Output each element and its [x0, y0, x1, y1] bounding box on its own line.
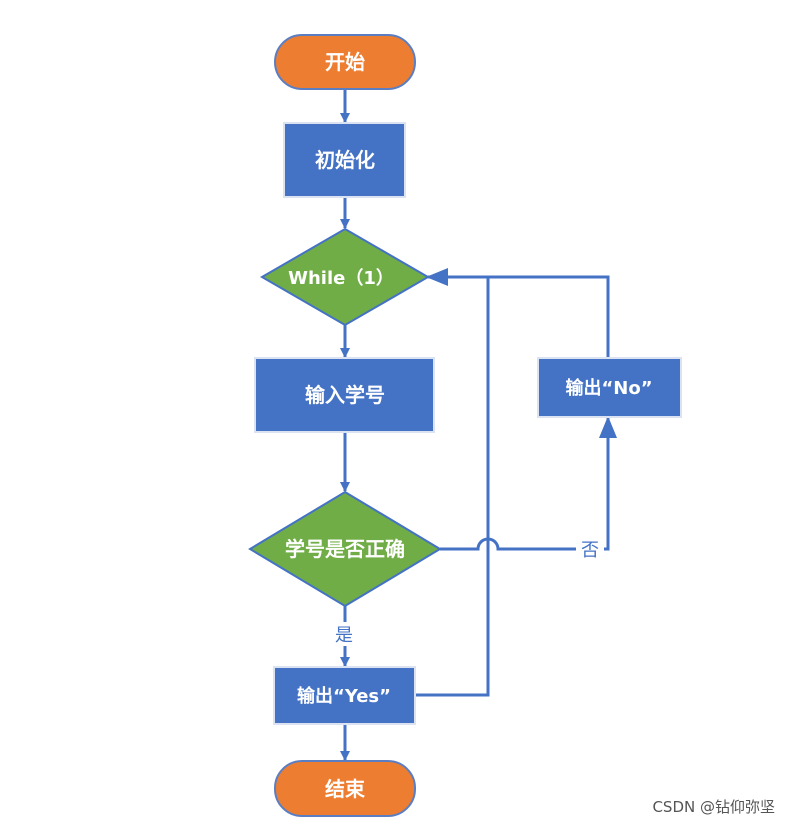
init-node: 初始化: [283, 122, 406, 198]
edge-check-no: [440, 416, 617, 551]
start-node: 开始: [274, 34, 416, 90]
input-node: 输入学号: [254, 357, 435, 433]
check-label: 学号是否正确: [285, 537, 405, 561]
loop-label: While（1）: [288, 268, 394, 289]
start-label: 开始: [325, 50, 365, 74]
out-no-label: 输出“No”: [565, 377, 652, 399]
out-yes-label: 输出“Yes”: [297, 685, 391, 707]
input-label: 输入学号: [305, 383, 385, 407]
out-yes-node: 输出“Yes”: [273, 666, 416, 725]
end-node: 结束: [274, 760, 416, 817]
edge-no-loop: [426, 268, 610, 358]
out-no-node: 输出“No”: [537, 357, 682, 418]
end-label: 结束: [325, 777, 366, 801]
loop-node: While（1）: [260, 227, 430, 327]
check-node: 学号是否正确: [248, 490, 442, 608]
yes-edge-label: 是: [335, 625, 353, 646]
watermark: CSDN @钻仰弥坚: [652, 798, 775, 816]
edge-yes-loop: [415, 277, 490, 697]
no-edge-label: 否: [581, 540, 599, 561]
init-label: 初始化: [315, 148, 375, 172]
